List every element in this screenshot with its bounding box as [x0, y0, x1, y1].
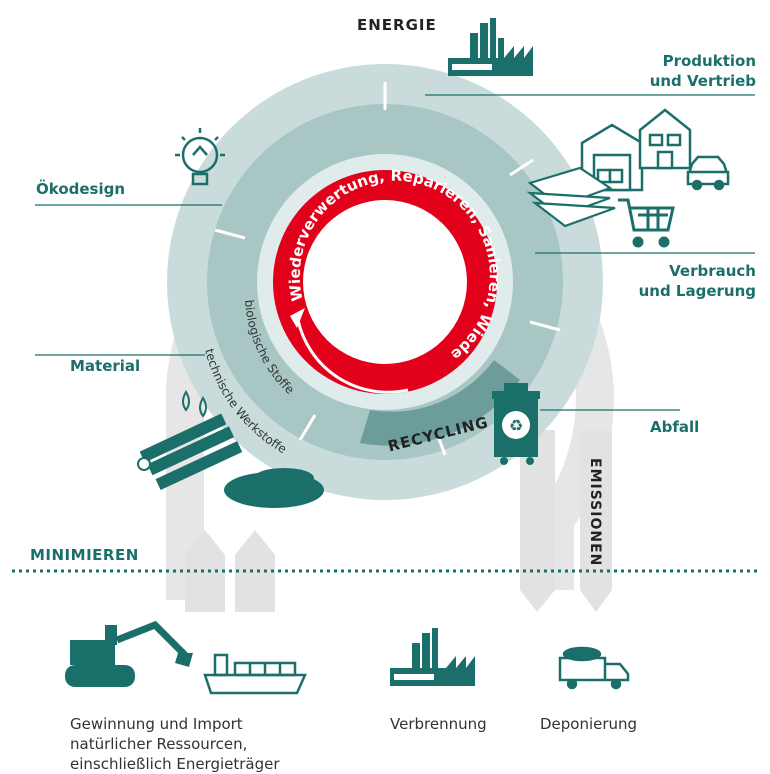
factory-icon — [448, 18, 533, 76]
gewinnung-caption-line2: natürlicher Ressourcen, — [70, 735, 248, 753]
energie-label: ENERGIE — [357, 16, 437, 34]
incinerator-icon — [390, 628, 475, 686]
lightbulb-recycle-icon — [175, 128, 225, 186]
minimieren-label: MINIMIEREN — [30, 546, 139, 564]
red-ring-arrow — [296, 319, 409, 394]
gravel-icon — [224, 468, 324, 508]
red-ring-arrowhead — [290, 308, 305, 328]
gewinnung-caption-line3: einschließlich Energieträger — [70, 755, 280, 773]
papers-icon — [526, 166, 616, 228]
verbrauch-label-line2: und Lagerung — [638, 282, 756, 300]
house-icon — [638, 108, 692, 170]
produktion-label-line1: Produktion — [662, 52, 756, 70]
recycling-segment — [360, 360, 520, 446]
material-label: Material — [70, 357, 141, 375]
connector-lines — [35, 94, 755, 411]
downward-arrows — [520, 430, 612, 612]
abfall-label: Abfall — [650, 418, 700, 436]
oekodesign-label: Ökodesign — [36, 180, 126, 198]
verbrennung-caption: Verbrennung — [390, 715, 487, 733]
shopping-cart-icon — [618, 198, 675, 248]
car-icon — [686, 155, 730, 191]
deponierung-caption: Deponierung — [540, 715, 638, 733]
verbrauch-label-line1: Verbrauch — [669, 262, 756, 280]
produktion-label-line2: und Vertrieb — [649, 72, 756, 90]
emissionen-label: EMISSIONEN — [587, 458, 603, 567]
dump-truck-icon — [558, 646, 630, 690]
ship-icon — [203, 653, 307, 695]
upward-arrows — [185, 530, 275, 612]
logs-icon — [137, 413, 243, 491]
gewinnung-caption-line1: Gewinnung und Import — [70, 715, 243, 733]
recycling-bin-icon: ♻ — [492, 383, 540, 465]
svg-text:♻: ♻ — [509, 416, 523, 435]
water-drops-icon — [182, 390, 207, 418]
excavator-icon — [65, 620, 193, 687]
red-ring-hole — [303, 200, 467, 364]
